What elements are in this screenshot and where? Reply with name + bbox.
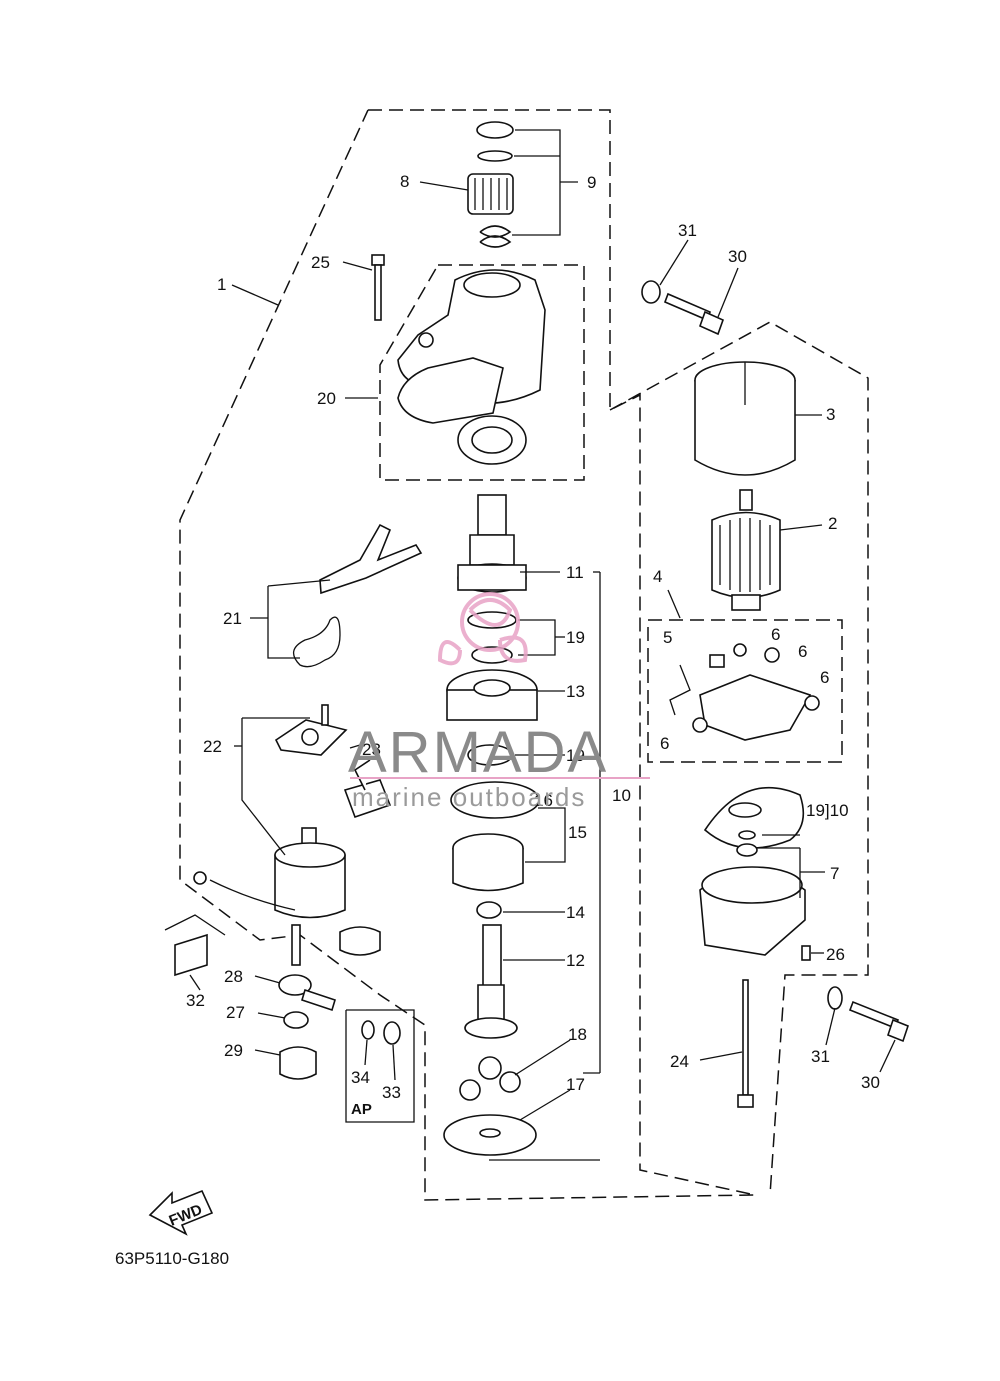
callout-24: 24 bbox=[670, 1052, 689, 1071]
callout-4: 4 bbox=[653, 567, 662, 586]
watermark-brand: ARMADA bbox=[348, 720, 608, 785]
group-outline-20 bbox=[379, 264, 585, 481]
ap-label: AP bbox=[351, 1101, 372, 1118]
callout-23: 23 bbox=[362, 740, 381, 759]
group-outline-ap bbox=[345, 1009, 415, 1123]
callout-9: 9 bbox=[587, 173, 596, 192]
callout-6c: 6 bbox=[820, 668, 829, 687]
callout-6b: 6 bbox=[798, 642, 807, 661]
part-17-plate bbox=[443, 1114, 537, 1156]
part-30-bolt-bottom bbox=[848, 1000, 909, 1043]
callout-30b: 30 bbox=[861, 1073, 880, 1092]
callout-10a: 10 bbox=[612, 786, 631, 805]
part-20-front-housing bbox=[397, 269, 546, 465]
part-2-armature bbox=[711, 489, 781, 611]
callout-3: 3 bbox=[826, 405, 835, 424]
watermark-tagline: marine outboards bbox=[352, 782, 586, 812]
callout-33: 33 bbox=[382, 1083, 401, 1102]
callout-13: 13 bbox=[566, 682, 585, 701]
callout-26: 26 bbox=[826, 945, 845, 964]
part-19-plate-right bbox=[703, 786, 805, 849]
callout-11: 11 bbox=[566, 563, 584, 582]
callout-6a: 6 bbox=[771, 625, 780, 644]
callout-31a: 31 bbox=[678, 221, 697, 240]
part-28-grommet bbox=[278, 924, 312, 996]
part-7-end-cover bbox=[699, 830, 806, 956]
callout-32: 32 bbox=[186, 991, 205, 1010]
callout-7: 7 bbox=[830, 864, 839, 883]
callout-19a: 19 bbox=[566, 628, 585, 647]
part-33-nut bbox=[383, 1021, 401, 1045]
part-21-shift-lever bbox=[293, 523, 423, 668]
part-16-clip bbox=[450, 781, 540, 819]
part-31-washer-bottom bbox=[827, 986, 843, 1010]
callout-17: 17 bbox=[566, 1075, 585, 1094]
part-22-solenoid bbox=[193, 704, 348, 919]
callout-2: 2 bbox=[828, 514, 837, 533]
fwd-arrow-icon bbox=[148, 1189, 214, 1236]
callout-30a: 30 bbox=[728, 247, 747, 266]
part-23-boot bbox=[343, 759, 392, 819]
callout-25: 25 bbox=[311, 253, 330, 272]
part-25-bolt bbox=[371, 254, 385, 321]
group-outline-1 bbox=[179, 109, 756, 1201]
part-terminal-bolt bbox=[301, 988, 336, 1012]
callout-20: 20 bbox=[317, 389, 336, 408]
watermark-logo bbox=[437, 592, 528, 666]
callout-6d: 6 bbox=[660, 734, 669, 753]
callout-1: 1 bbox=[217, 275, 226, 294]
part-29-cap bbox=[279, 1046, 317, 1080]
callout-28: 28 bbox=[224, 967, 243, 986]
callout-31b: 31 bbox=[811, 1047, 830, 1066]
callout-29: 29 bbox=[224, 1041, 243, 1060]
part-12-shaft bbox=[464, 924, 518, 1039]
callout-14: 14 bbox=[566, 903, 585, 922]
callout-34: 34 bbox=[351, 1068, 370, 1087]
part-ap-sleeve bbox=[339, 926, 381, 956]
part-26-screw bbox=[801, 945, 811, 961]
diagram-code: 63P5110-G180 bbox=[115, 1249, 229, 1268]
callout-15: 15 bbox=[568, 823, 587, 842]
part-18-planet-gears bbox=[459, 1056, 521, 1101]
part-13-gear-housing bbox=[446, 669, 538, 721]
callout-18: 18 bbox=[568, 1025, 587, 1044]
callout-5: 5 bbox=[663, 628, 672, 647]
callout-22: 22 bbox=[203, 737, 222, 756]
group-outline-4 bbox=[647, 619, 843, 763]
part-24-through-bolt bbox=[737, 979, 754, 1108]
part-32-label bbox=[174, 933, 208, 977]
callout-bracket-19-10: 19]10 bbox=[806, 801, 849, 820]
callout-12: 12 bbox=[566, 951, 585, 970]
part-3-yoke bbox=[694, 361, 796, 476]
part-11-pinion-drive bbox=[457, 494, 527, 593]
part-4-brush-holder bbox=[669, 643, 820, 741]
callout-8: 8 bbox=[400, 172, 409, 191]
callout-21: 21 bbox=[223, 609, 242, 628]
part-30-bolt-top bbox=[663, 292, 725, 336]
callout-19b: 19 bbox=[566, 746, 585, 765]
part-19-ring-lower bbox=[467, 744, 513, 766]
part-14-bushing bbox=[476, 901, 502, 919]
callout-16: 16 bbox=[534, 791, 553, 810]
part-15-internal-gear bbox=[452, 833, 524, 892]
part-27-nut bbox=[283, 1011, 309, 1029]
part-9-kit bbox=[467, 121, 514, 248]
callout-27: 27 bbox=[226, 1003, 245, 1022]
part-34-washer bbox=[361, 1020, 375, 1040]
part-31-washer-top bbox=[641, 280, 661, 304]
group-outline-armature bbox=[609, 321, 869, 1196]
